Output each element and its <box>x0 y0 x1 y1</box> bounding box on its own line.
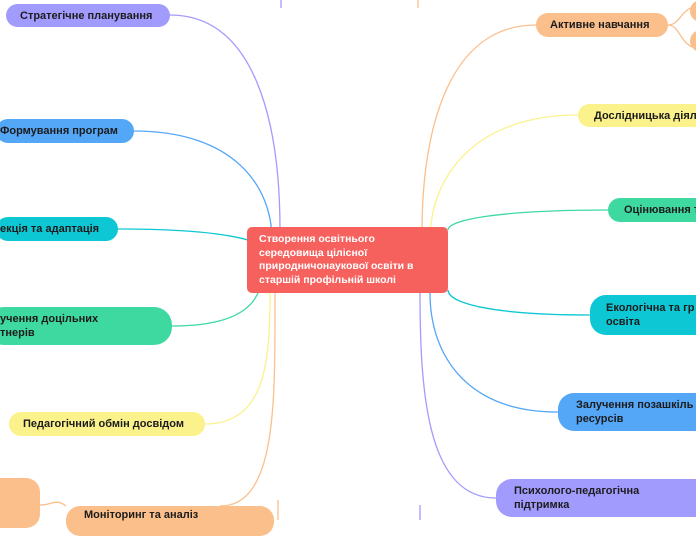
left-branch-5[interactable]: Педагогічний обмін досвідом <box>9 412 205 436</box>
right-branch-6[interactable]: Психолого-педагогічна підтримка <box>496 479 696 517</box>
right-connector-4 <box>447 289 591 316</box>
right-connector-2 <box>429 114 579 241</box>
right-branch-4[interactable]: Екологічна та гр освіта <box>590 295 696 335</box>
left-branch-6[interactable]: Моніторинг та аналіз <box>66 506 274 536</box>
right-connector-5 <box>429 292 559 413</box>
right-branch-2[interactable]: Дослідницька діял <box>578 104 696 127</box>
right-connector-1 <box>421 24 537 233</box>
left-branch-2[interactable]: Формування програм <box>0 119 134 143</box>
central-topic[interactable]: Створення освітнього середовища цілісної… <box>247 227 448 293</box>
partial-subnode-right-2[interactable] <box>690 30 696 52</box>
right-connector-6 <box>419 292 497 499</box>
partial-subnode-right-1[interactable] <box>690 0 696 22</box>
left-branch-4[interactable]: учення доцільних тнерів <box>0 307 172 345</box>
right-branch-label: Екологічна та гр освіта <box>606 302 695 328</box>
connector-lines <box>39 0 696 520</box>
left-branch-label: Стратегічне планування <box>20 9 153 22</box>
sub-connector-3 <box>39 501 67 507</box>
left-branch-label: Моніторинг та аналіз <box>84 509 199 521</box>
right-branch-label: Залучення позашкіль ресурсів <box>576 399 694 425</box>
right-branch-label: Оцінювання т <box>624 204 696 216</box>
left-connector-5 <box>204 289 271 425</box>
right-branch-5[interactable]: Залучення позашкіль ресурсів <box>558 393 696 431</box>
left-branch-label: Формування програм <box>0 125 118 137</box>
left-branch-label: Педагогічний обмін досвідом <box>23 418 184 430</box>
left-branch-1[interactable]: Стратегічне планування <box>6 4 170 27</box>
right-branch-3[interactable]: Оцінювання т <box>608 198 696 222</box>
right-branch-label: Психолого-педагогічна підтримка <box>514 485 640 511</box>
left-branch-3[interactable]: екція та адаптація <box>0 217 118 241</box>
right-branch-label: Дослідницька діял <box>594 109 696 122</box>
partial-node-bottom-left[interactable] <box>0 478 40 528</box>
right-branch-label: Активне навчання <box>550 19 650 31</box>
right-branch-1[interactable]: Активне навчання <box>536 13 668 37</box>
left-connector-2 <box>133 130 273 241</box>
left-connector-3 <box>117 228 267 253</box>
left-connector-1 <box>169 14 281 231</box>
left-branch-label: учення доцільних тнерів <box>0 313 99 339</box>
central-topic-label: Створення освітнього середовища цілісної… <box>259 233 414 286</box>
left-branch-label: екція та адаптація <box>0 223 100 235</box>
left-connector-6 <box>219 292 276 507</box>
right-connector-3 <box>447 209 609 231</box>
